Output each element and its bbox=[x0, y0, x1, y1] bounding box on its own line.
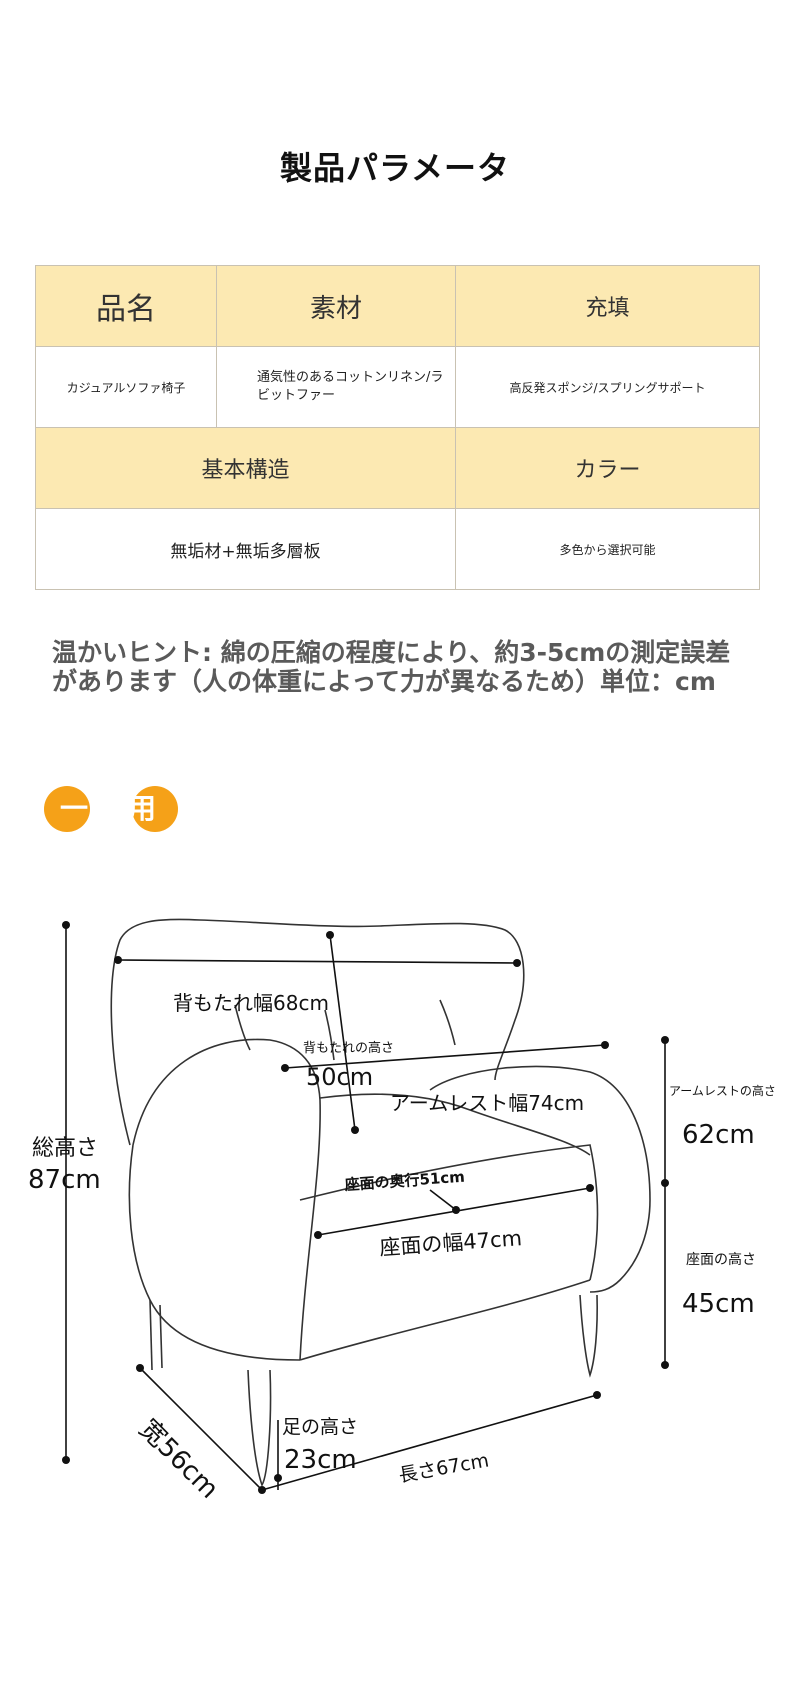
label-length: 長さ67cm bbox=[397, 1449, 491, 1486]
sofa-outline bbox=[110, 918, 651, 1487]
page-title: 製品パラメータ bbox=[279, 149, 511, 187]
parameter-table: 品名 素材 充填 カジュアルソファ椅子 通気性のあるコットンリネン/ラビットファ… bbox=[35, 265, 760, 590]
sofa-dimension-diagram: 背もたれ幅68cm 背もたれの高さ 50cm アームレスト幅74cm アームレス… bbox=[28, 918, 776, 1505]
header-product-name: 品名 bbox=[35, 265, 217, 347]
table-header-row: 品名 素材 充填 bbox=[35, 265, 760, 347]
header-color: カラー bbox=[455, 427, 760, 509]
value-filling: 高反発スポンジ/スプリングサポート bbox=[455, 346, 760, 428]
single-seat-badge: 一人用 bbox=[44, 786, 178, 832]
value-backrest-height: 50cm bbox=[306, 1063, 373, 1091]
value-seat-height: 45cm bbox=[682, 1289, 755, 1319]
label-leg-height: 足の高さ bbox=[282, 1416, 358, 1438]
measurement-hint: 温かいヒント: 綿の圧縮の程度により、約3-5cmの測定誤差があります（人の体重… bbox=[52, 638, 731, 696]
badge-circle-left bbox=[44, 786, 90, 832]
label-seat-width: 座面の幅47cm bbox=[379, 1226, 523, 1260]
label-backrest-width: 背もたれ幅68cm bbox=[173, 991, 329, 1015]
table-row: カジュアルソファ椅子 通気性のあるコットンリネン/ラビットファー 高反発スポンジ… bbox=[35, 346, 760, 428]
header-material: 素材 bbox=[216, 265, 456, 347]
table-header-row: 基本構造 カラー bbox=[35, 427, 760, 509]
table-row: 無垢材+無垢多層板 多色から選択可能 bbox=[35, 508, 760, 590]
label-backrest-height: 背もたれの高さ bbox=[303, 1040, 394, 1056]
badge-label: 一人用 bbox=[59, 792, 162, 825]
value-material: 通気性のあるコットンリネン/ラビットファー bbox=[216, 346, 456, 428]
value-structure: 無垢材+無垢多層板 bbox=[35, 508, 456, 590]
badge-circle-right bbox=[132, 786, 178, 832]
label-armrest-width: アームレスト幅74cm bbox=[390, 1091, 584, 1115]
value-color: 多色から選択可能 bbox=[455, 508, 760, 590]
label-width: 宽56cm bbox=[133, 1414, 224, 1505]
header-structure: 基本構造 bbox=[35, 427, 456, 509]
label-seat-height: 座面の高さ bbox=[686, 1251, 756, 1268]
label-armrest-height: アームレストの高さ bbox=[669, 1083, 776, 1098]
measurement-points bbox=[62, 921, 669, 1494]
value-total-height: 87cm bbox=[28, 1165, 101, 1195]
measurement-lines bbox=[65, 925, 666, 1491]
label-seat-depth: 座面の奥行51cm bbox=[343, 1168, 465, 1194]
label-total-height: 総高さ bbox=[32, 1136, 98, 1161]
value-armrest-height: 62cm bbox=[682, 1120, 755, 1150]
value-leg-height: 23cm bbox=[284, 1445, 357, 1475]
value-product-name: カジュアルソファ椅子 bbox=[35, 346, 217, 428]
header-filling: 充填 bbox=[455, 265, 760, 347]
